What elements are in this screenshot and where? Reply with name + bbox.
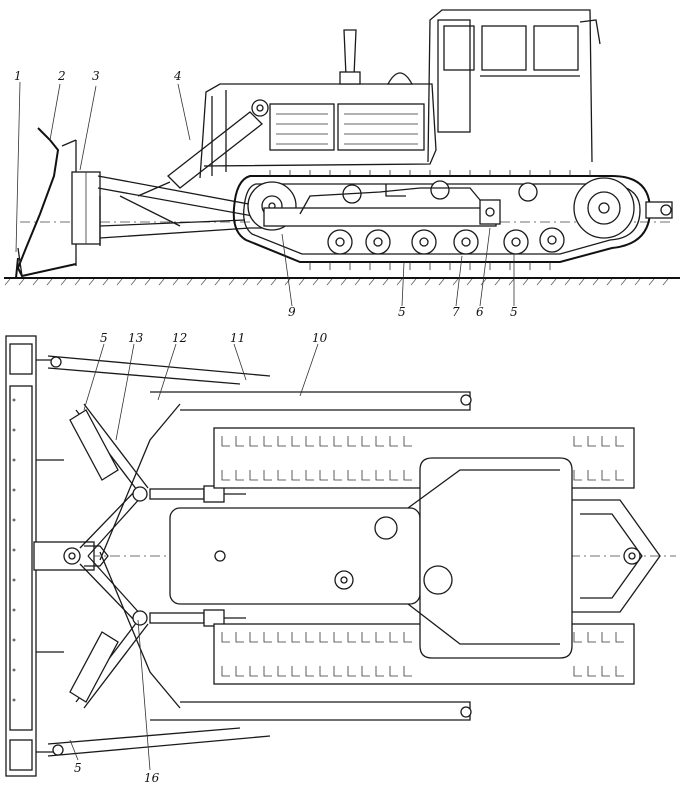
callout-label-5-plan-top: 5 <box>100 331 108 345</box>
hydraulic-cylinder-4 <box>137 99 269 197</box>
callout-label-6: 6 <box>476 305 484 319</box>
cab-plan <box>407 457 573 659</box>
callout-label-12: 12 <box>172 331 188 345</box>
push-arms-plan <box>47 355 472 757</box>
track-side <box>232 170 652 270</box>
callout-label-13: 13 <box>128 331 144 345</box>
ground-line <box>4 277 680 286</box>
blade-pivot <box>33 541 109 571</box>
callout-label-10: 10 <box>312 331 328 345</box>
rear-frame-plan <box>572 499 661 613</box>
plan-view <box>5 335 676 777</box>
callout-label-4: 4 <box>174 69 182 83</box>
leader-lines-plan <box>69 343 319 771</box>
callout-label-5-side-b: 5 <box>510 305 518 319</box>
callout-label-5-side-a: 5 <box>398 305 406 319</box>
blade-side <box>15 127 101 279</box>
callout-label-11: 11 <box>230 331 246 345</box>
callout-label-9: 9 <box>288 305 296 319</box>
cab <box>427 9 601 163</box>
callout-label-7: 7 <box>452 305 460 319</box>
hood-plan <box>169 507 421 605</box>
callout-label-16: 16 <box>144 771 160 785</box>
leader-lines-side <box>15 81 515 307</box>
truck-frame-side <box>263 184 673 227</box>
callout-label-3: 3 <box>92 69 100 83</box>
callout-label-1: 1 <box>14 69 22 83</box>
blade-plan <box>5 335 70 777</box>
callout-label-2: 2 <box>58 69 66 83</box>
side-view <box>4 9 680 307</box>
hydraulic-cylinders-plan <box>69 409 246 703</box>
hood <box>199 29 437 179</box>
callout-label-5-plan-bottom: 5 <box>74 761 82 775</box>
